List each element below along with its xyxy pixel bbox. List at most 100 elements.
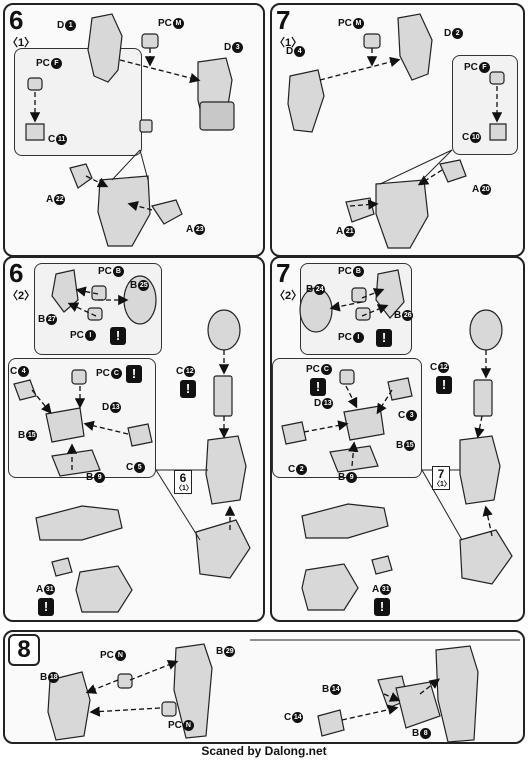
warning-icon: ! [436,376,452,394]
step6-2-part-pcc [71,369,87,385]
step7-2-part-c12 [473,379,493,417]
step7-1-part-pcm [363,33,381,49]
step6-1-part-pc-small [139,119,153,133]
step8-part-c14 [317,709,345,737]
step6-1-part-d1 [87,13,123,83]
step8-part-pcn2 [161,701,177,717]
step6-2-part-pci [87,307,103,321]
step7-1-part-a20 [439,159,467,183]
step7-1-number: 7 [276,5,291,35]
step6-2-part-leg [205,435,247,505]
step6-1-part-a22 [69,163,93,189]
warning-icon: ! [110,327,126,345]
step6-2-part-foot-big [195,519,251,579]
step8-part-b29 [173,643,213,739]
step6-2-part-b9 [51,449,101,477]
step6-1-part-torso [199,101,235,131]
step6-1-part-pcf [27,77,43,91]
step7-2-part-c3 [387,377,413,401]
step7-2-ref-box: 7〈1〉 [432,466,451,490]
step6-2-part-c5 [127,423,153,447]
step6-2-sub: 〈2〉 [7,290,36,302]
step6-2-part-c4 [13,379,37,401]
warning-icon: ! [38,598,54,616]
step7-2-part-pcb [351,287,367,303]
warning-icon: ! [180,380,196,398]
step6-2-part-shoulder [207,309,241,351]
step8-part-b18 [47,671,91,741]
step7-1-part-pcf [489,71,505,85]
step7-1-part-d4 [287,69,325,133]
warning-icon: ! [126,365,142,383]
step6-1-part-c11 [25,123,45,141]
step6-1-part-body [97,175,151,247]
step7-2-sub: 〈2〉 [274,290,303,302]
step6-2-number: 6 [9,258,24,288]
step7-1-part-c10 [489,123,507,141]
step6-1-number: 6 [9,5,24,35]
step7-1-part-d2 [397,13,433,81]
step6-2-part-foot-bottom [75,565,133,613]
step7-2-part-foot-big [459,529,513,585]
step7-2-part-pcc [339,369,355,385]
step7-2-part-pci [355,307,371,321]
step7-1-part-a21 [345,197,375,223]
step8-part-b8 [395,681,441,729]
warning-icon: ! [374,598,390,616]
step7-2-part-foot-top [301,503,389,539]
step6-1-part-pcm [141,33,159,49]
step6-1-part-a23 [151,199,183,225]
step7-2-part-b15 [343,405,385,441]
step8-part-pcn1 [117,673,133,689]
step7-2-part-c2 [281,421,307,445]
step8-part-arm [435,645,479,743]
step6-2-part-a31 [51,557,73,577]
step7-2-part-leg [459,435,501,505]
step8-number: 8 [8,634,40,666]
step7-2-part-shoulder [469,309,503,351]
step7-1-sub: 〈1〉 [274,37,303,49]
step6-2-ref-box: 6〈1〉 [174,470,193,494]
step7-1-part-body [375,179,429,249]
step7-2-number: 7 [276,258,291,288]
step6-1-sub: 〈1〉 [7,37,36,49]
step6-2-part-b15 [45,407,85,443]
